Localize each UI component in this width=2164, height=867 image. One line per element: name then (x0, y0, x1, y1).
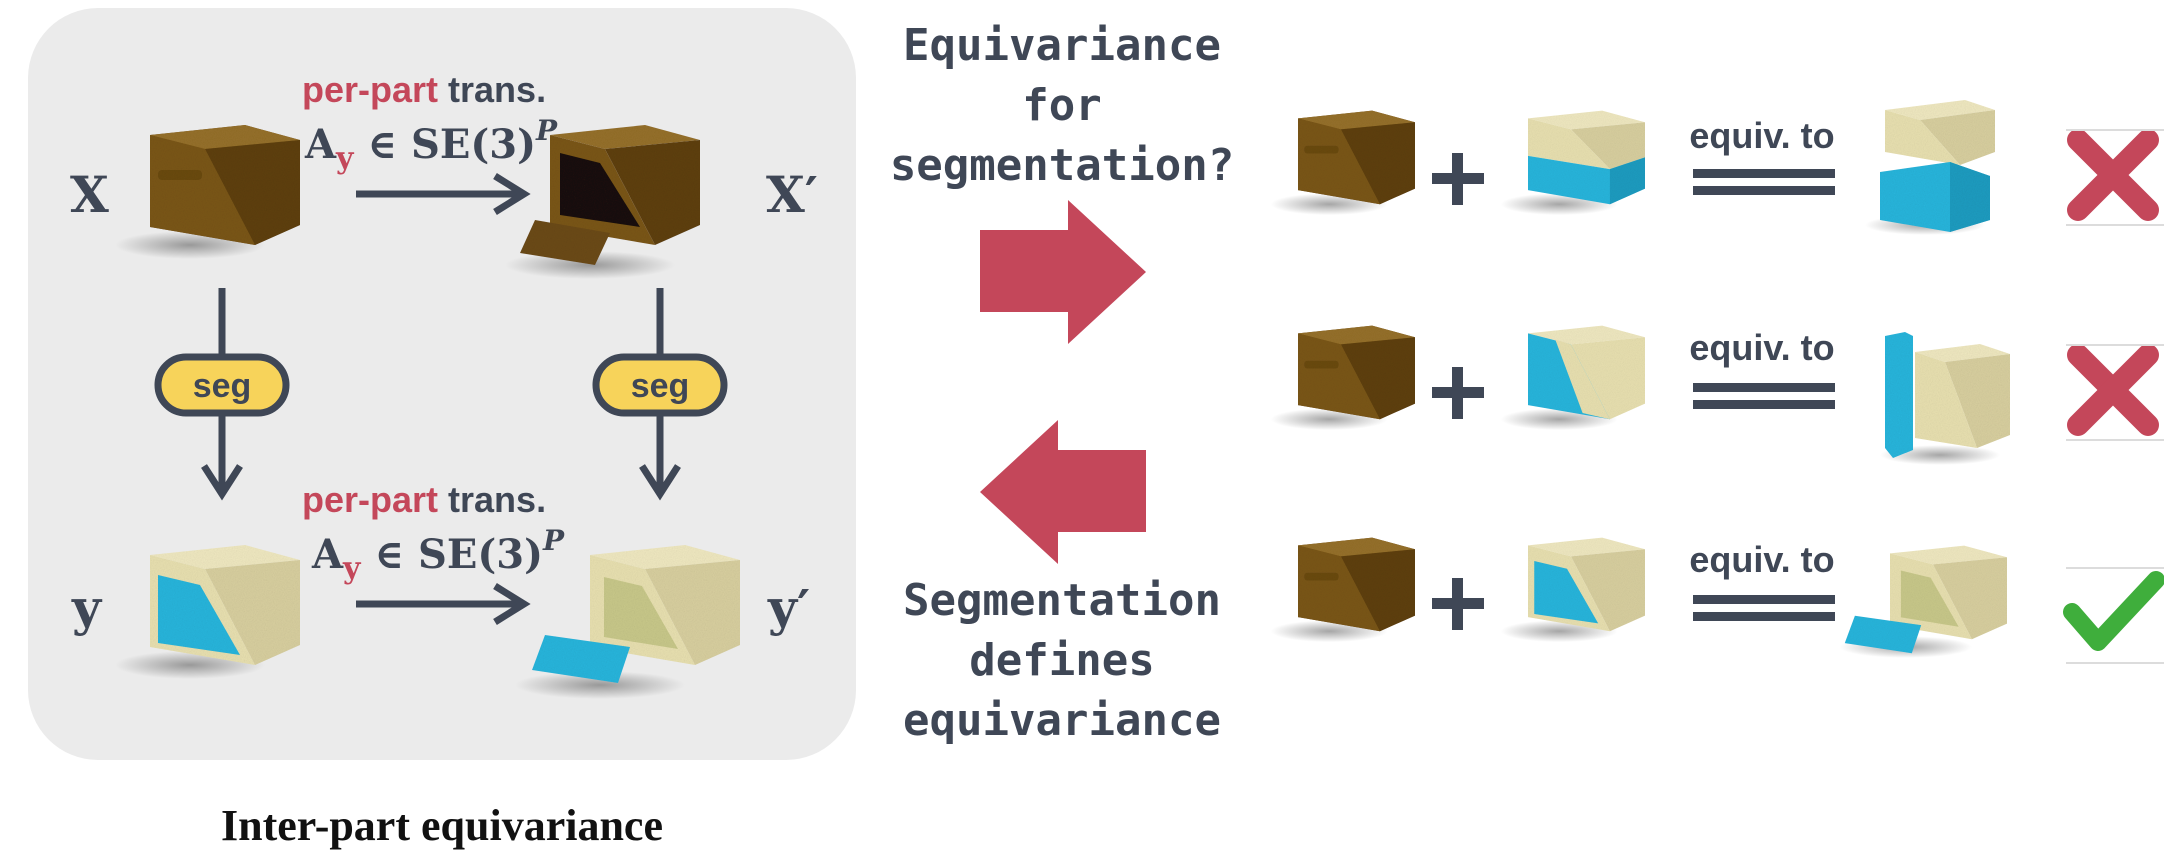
equals-icon (1693, 595, 1835, 621)
label-x-prime: X′ (766, 165, 818, 224)
seg-pill-right: seg (592, 353, 728, 417)
cube-x-prime (505, 125, 700, 279)
row1-input-cube (1271, 111, 1415, 216)
formula-sup: P (542, 524, 565, 557)
formula-a: A (311, 531, 344, 578)
seg-pill-left: seg (154, 353, 290, 417)
trans-text: trans. (438, 479, 546, 520)
arrow-seg-left-head (201, 464, 243, 501)
answer-line-1: Segmentation (903, 575, 1221, 626)
row-3: equiv. to (1271, 538, 2164, 664)
question-line-2: for (1022, 80, 1101, 131)
seg-label: seg (193, 367, 252, 405)
row3-relation: equiv. to (1689, 539, 1834, 580)
question-line-3: segmentation? (890, 140, 1234, 191)
formula-sub: y (335, 141, 355, 176)
transform-label-top: per-part trans. (302, 69, 546, 110)
arrow-left-big (980, 420, 1146, 564)
row2-relation: equiv. to (1689, 327, 1834, 368)
seg-label: seg (631, 367, 690, 405)
row1-relation: equiv. to (1689, 115, 1834, 156)
transform-formula-bottom: Ay ∈ SE(3)P (311, 524, 565, 586)
equals-icon (1693, 169, 1835, 195)
transform-label-bottom: per-part trans. (302, 479, 546, 520)
plus-icon (1432, 153, 1484, 205)
row2-seg-cube (1501, 326, 1645, 431)
row2-input-cube (1271, 326, 1415, 431)
answer-line-2: defines (969, 635, 1154, 686)
label-y: y (71, 578, 103, 637)
question-text: Equivariance for segmentation? (890, 20, 1234, 191)
formula-rest: ∈ SE(3) (360, 531, 543, 578)
row2-result-cube (1880, 332, 2010, 465)
row3-result-cube (1839, 545, 2007, 658)
per-part-text: per-part (302, 69, 438, 110)
row-1: equiv. to (1271, 100, 2164, 235)
row1-seg-cube (1501, 111, 1645, 216)
row3-seg-cube (1501, 538, 1645, 643)
label-x: X (70, 165, 109, 224)
answer-line-3: equivariance (903, 695, 1221, 746)
answer-text: Segmentation defines equivariance (903, 575, 1221, 746)
cross-icon (2067, 129, 2159, 221)
cube-y-prime (515, 545, 740, 699)
arrow-seg-right-head (639, 464, 681, 501)
per-part-text: per-part (302, 479, 438, 520)
label-y-prime: y′ (767, 578, 810, 637)
check-icon (2063, 571, 2164, 651)
row3-input-cube (1271, 538, 1415, 643)
formula-rest: ∈ SE(3) (353, 121, 536, 168)
formula-a: A (304, 121, 337, 168)
trans-text: trans. (438, 69, 546, 110)
transform-formula-top: Ay ∈ SE(3)P (304, 114, 558, 176)
arrow-bottom-head (493, 583, 531, 625)
formula-sub: y (342, 551, 362, 586)
cross-icon (2067, 344, 2159, 436)
row1-result-cube (1865, 100, 1995, 235)
equals-icon (1693, 383, 1835, 409)
arrow-top-head (493, 173, 531, 215)
plus-icon (1432, 578, 1484, 630)
formula-sup: P (535, 114, 558, 147)
question-line-1: Equivariance (903, 20, 1221, 71)
arrow-right-big (980, 200, 1146, 344)
figure-caption: Inter-part equivariance (221, 801, 663, 850)
row-2: equiv. to (1271, 326, 2164, 465)
plus-icon (1432, 367, 1484, 419)
